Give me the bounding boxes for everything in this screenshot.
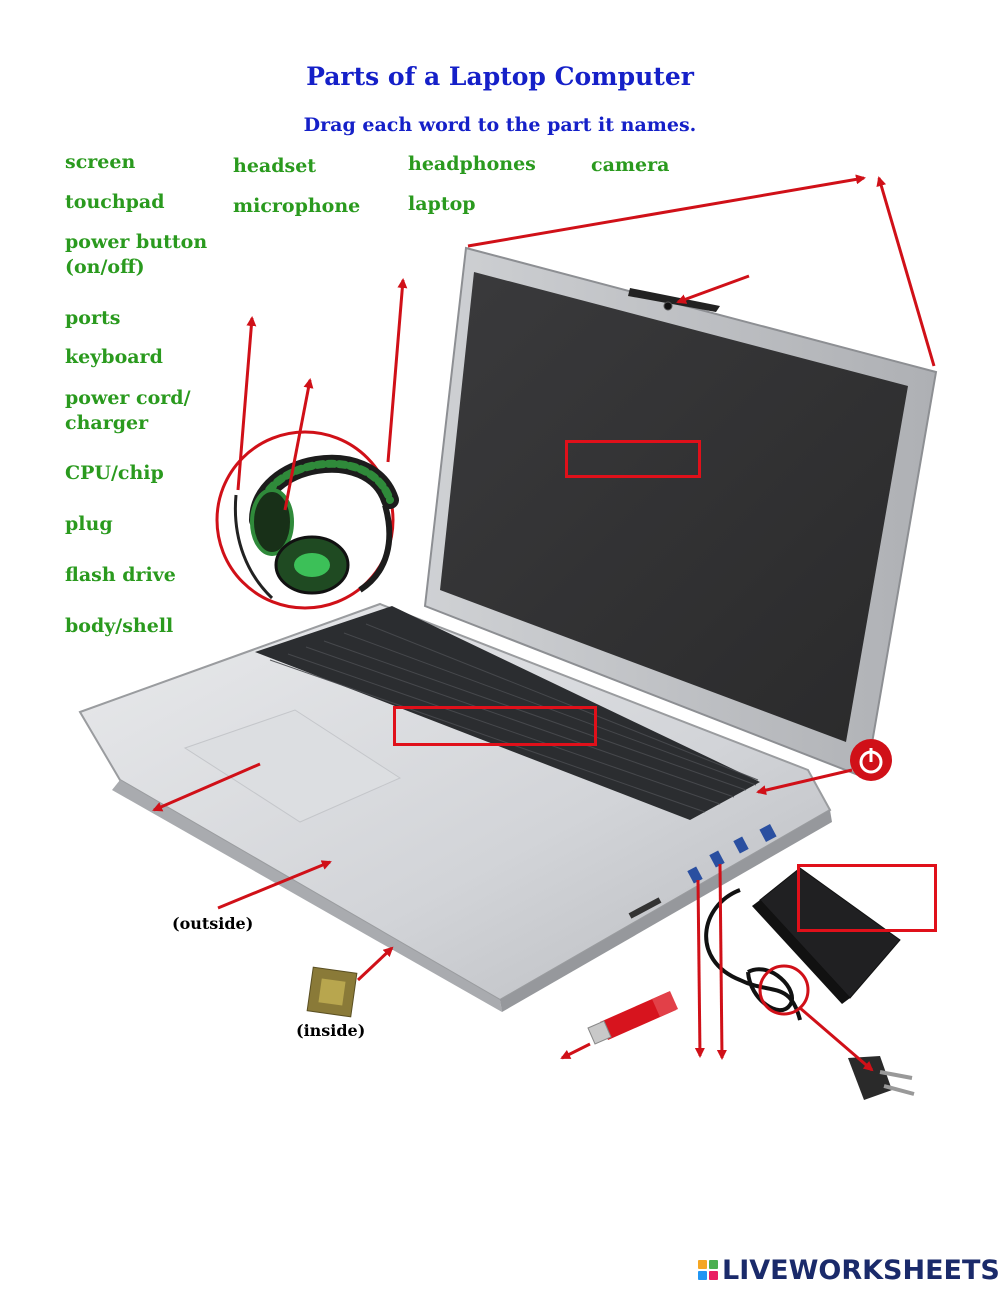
word-cpu-chip[interactable]: CPU/chip: [65, 462, 164, 484]
cpu-chip-icon: [306, 966, 358, 1018]
word-laptop[interactable]: laptop: [408, 193, 476, 215]
brand-name: LIVEWORKSHEETS: [722, 1254, 1000, 1286]
power-icon: [850, 739, 892, 781]
word-headset[interactable]: headset: [233, 155, 317, 177]
headset-icon: [215, 430, 399, 610]
word-power-button[interactable]: power button (on/off): [65, 231, 208, 278]
word-headphones[interactable]: headphones: [408, 153, 536, 175]
note-outside: (outside): [172, 914, 254, 933]
charger-icon: [704, 867, 901, 1021]
plug-icon: [848, 1056, 915, 1100]
brand-blocks-icon: [698, 1260, 718, 1280]
page-title: Parts of a Laptop Computer: [306, 62, 694, 91]
word-plug[interactable]: plug: [65, 513, 113, 535]
word-screen[interactable]: screen: [65, 151, 136, 173]
drop-box-charger[interactable]: [797, 864, 937, 932]
word-ports[interactable]: ports: [65, 307, 121, 329]
word-microphone[interactable]: microphone: [233, 195, 361, 217]
laptop-icon: [78, 246, 938, 1012]
page-subtitle: Drag each word to the part it names.: [303, 114, 697, 136]
word-keyboard[interactable]: keyboard: [65, 346, 163, 368]
word-touchpad[interactable]: touchpad: [65, 191, 165, 213]
word-flash-drive[interactable]: flash drive: [65, 564, 176, 586]
word-body-shell[interactable]: body/shell: [65, 615, 174, 637]
drop-box-keyboard[interactable]: [393, 706, 597, 746]
word-camera[interactable]: camera: [591, 154, 670, 176]
note-inside: (inside): [296, 1021, 366, 1040]
flash-drive-icon: [587, 991, 678, 1045]
brand-logo: LIVEWORKSHEETS: [698, 1253, 1000, 1287]
drop-box-screen[interactable]: [565, 440, 701, 478]
word-power-cord[interactable]: power cord/ charger: [65, 387, 191, 434]
pointer-arrows: [152, 174, 936, 1072]
